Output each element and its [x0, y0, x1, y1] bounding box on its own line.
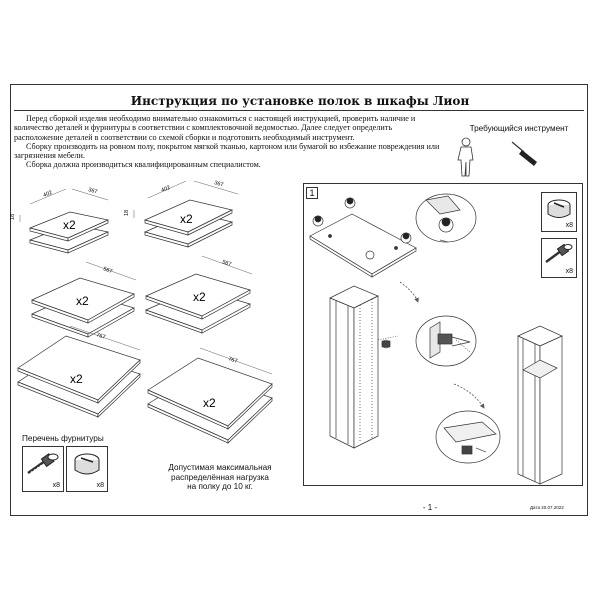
cabinet-frame-right: [517, 325, 563, 485]
intro-paragraph-1: Перед сборкой изделия необходимо внимате…: [14, 114, 416, 142]
person-icon: [457, 137, 474, 177]
shelf-insertion-detail: [435, 410, 501, 464]
arrow-step-b: [453, 383, 485, 409]
cam-icon: [74, 453, 100, 475]
intro-paragraph-3: Сборка должна производиться квалифициров…: [26, 160, 261, 170]
cabinet-frame-left: [329, 285, 379, 449]
step-fitting-cam-box: x8: [541, 192, 577, 232]
intro-paragraph-2: Сборку производить на ровном полу, покры…: [14, 141, 440, 161]
shelf-group-4: [145, 255, 253, 334]
bolt-icon: [27, 453, 59, 476]
fitting-bolt-count: x8: [52, 482, 60, 489]
shelf-4-dim: 567: [221, 259, 232, 268]
shelf-1-qty: x2: [63, 218, 76, 232]
bolt-insertion-detail: [415, 315, 477, 367]
shelf-3-dim: 567: [102, 266, 113, 275]
title-divider: [14, 110, 584, 111]
load-note: Допустимая максимальная распределённая н…: [150, 463, 290, 492]
shelf-4-qty: x2: [193, 290, 206, 304]
step-fitting-bolt-box: x8: [541, 238, 577, 278]
step-fitting-cam-count: x8: [565, 222, 573, 229]
shelf-1-dim-a: 402: [43, 190, 54, 199]
shelf-2-qty: x2: [180, 212, 193, 226]
shelf-2-dim-a: 402: [161, 185, 172, 194]
shelf-2-dim-b: 367: [213, 180, 223, 188]
page-frame: [10, 84, 588, 516]
shelf-group-6: [147, 347, 273, 444]
document-date: Дата 20.07.2022: [530, 505, 564, 510]
cam-icon: [547, 199, 571, 218]
page-number: - 1 -: [422, 503, 438, 512]
cabinet-bolt-marker: [377, 335, 399, 349]
step-fitting-bolt-count: x8: [565, 268, 573, 275]
shelf-5-qty: x2: [70, 372, 83, 386]
fitting-bolt-box: x8: [22, 446, 64, 492]
cam-insertion-detail: [415, 193, 477, 243]
shelf-2-thickness: 18: [124, 210, 130, 216]
step-panel: [303, 183, 583, 486]
intro-text: Перед сборкой изделия необходимо внимате…: [14, 114, 442, 170]
shelf-5-dim: 767: [95, 332, 106, 341]
shelf-1-thickness: 18: [10, 214, 16, 220]
fittings-title: Перечень фурнитуры: [22, 434, 104, 443]
shelf-3-qty: x2: [76, 294, 89, 308]
page-title: Инструкция по установке полок в шкафы Ли…: [130, 94, 470, 108]
fitting-cam-box: x8: [66, 446, 108, 492]
load-note-line-3: на полку до 10 кг.: [187, 482, 253, 491]
shelf-1-dim-b: 367: [87, 187, 97, 195]
bolt-icon: [545, 243, 573, 264]
shelf-6-qty: x2: [203, 396, 216, 410]
screwdriver-icon: [511, 141, 537, 166]
shelf-group-3: [31, 261, 137, 338]
fitting-cam-count: x8: [96, 482, 104, 489]
step-number: 1: [306, 187, 318, 199]
shelf-group-2: [133, 180, 239, 248]
load-note-line-2: распределённая нагрузка: [171, 472, 269, 482]
required-tool-label: Требующийся инструмент: [469, 124, 569, 133]
shelf-group-5: [17, 325, 141, 418]
load-note-line-1: Допустимая максимальная: [168, 463, 272, 472]
arrow-step-a: [399, 281, 419, 303]
shelf-6-dim: 767: [227, 356, 238, 365]
step-shelf-with-cams: [309, 197, 417, 278]
shelf-group-1: [19, 188, 110, 254]
